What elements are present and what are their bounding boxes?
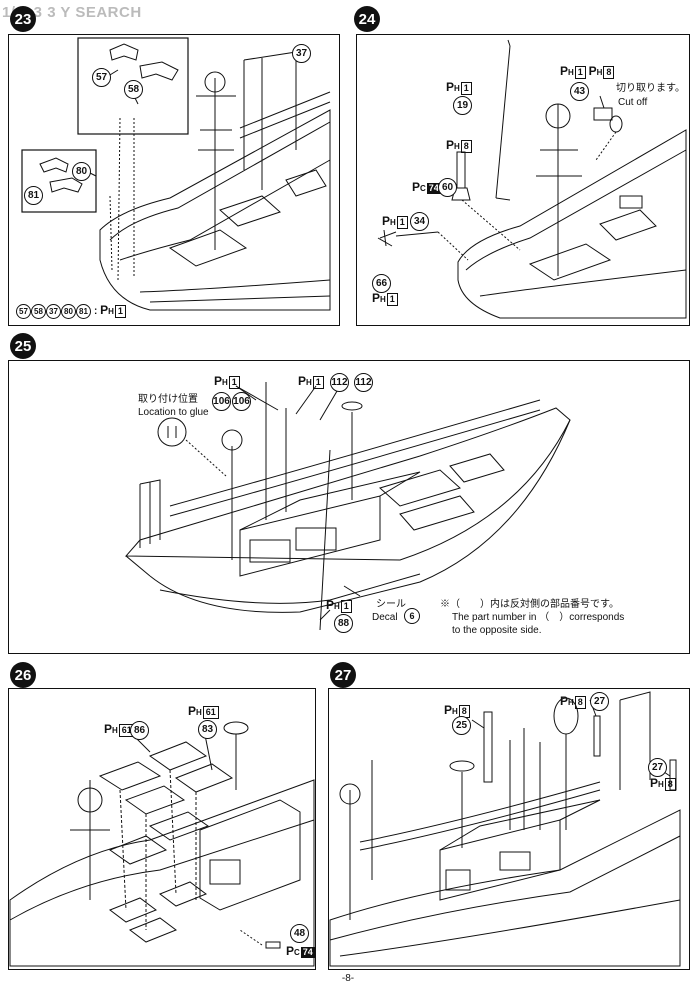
- part-81: 81: [24, 186, 43, 205]
- part-58: 58: [124, 80, 143, 99]
- cut-off-note-jp: 切り取ります。: [616, 83, 685, 94]
- panel-step-26: [8, 688, 316, 970]
- part-106: 106: [212, 392, 231, 411]
- part-80: 80: [72, 162, 91, 181]
- decal-jp: シール: [376, 599, 406, 610]
- part-112: 112: [330, 373, 349, 392]
- part-88: 88: [334, 614, 353, 633]
- footer-part-80: 80: [61, 304, 76, 319]
- part-43: 43: [570, 82, 589, 101]
- panel-step-25: [8, 360, 690, 654]
- decal-number-6: 6: [404, 608, 420, 624]
- part-83: 83: [198, 720, 217, 739]
- part-48: 48: [290, 924, 309, 943]
- part-19: 19: [453, 96, 472, 115]
- footer-part-58: 58: [31, 304, 46, 319]
- watermark-logo: 1/ 9 3 3 Y SEARCH: [2, 4, 142, 21]
- page-number: -8-: [341, 973, 355, 984]
- step-number-23: 23: [10, 6, 36, 32]
- cut-off-note-en: Cut off: [618, 97, 648, 108]
- part-66: 66: [372, 274, 391, 293]
- opposite-side-note-jp: ※（ ）内は反対側の部品番号です。: [440, 599, 619, 610]
- part-37: 37: [292, 44, 311, 63]
- part-106-opposite: 106: [232, 392, 251, 411]
- part-57: 57: [92, 68, 111, 87]
- part-86: 86: [130, 721, 149, 740]
- glue-location-en: Location to glue: [138, 407, 209, 418]
- step-number-24: 24: [354, 6, 380, 32]
- opposite-side-note-en-2: to the opposite side.: [452, 625, 542, 636]
- part-27b: 27: [648, 758, 667, 777]
- part-27a: 27: [590, 692, 609, 711]
- panel-step-24: [356, 34, 690, 326]
- footer-part-37: 37: [46, 304, 61, 319]
- glue-location-jp: 取り付け位置: [138, 394, 198, 405]
- decal-en: Decal: [372, 612, 398, 623]
- part-60: 60: [438, 178, 457, 197]
- step-number-27: 27: [330, 662, 356, 688]
- opposite-side-note-en-1: The part number in （ ）corresponds: [452, 612, 625, 623]
- step-number-25: 25: [10, 333, 36, 359]
- footer-part-81: 81: [76, 304, 91, 319]
- part-34: 34: [410, 212, 429, 231]
- part-25: 25: [452, 716, 471, 735]
- footer-part-57: 57: [16, 304, 31, 319]
- panel-step-27: [328, 688, 690, 970]
- step-number-26: 26: [10, 662, 36, 688]
- part-112-opposite: 112: [354, 373, 373, 392]
